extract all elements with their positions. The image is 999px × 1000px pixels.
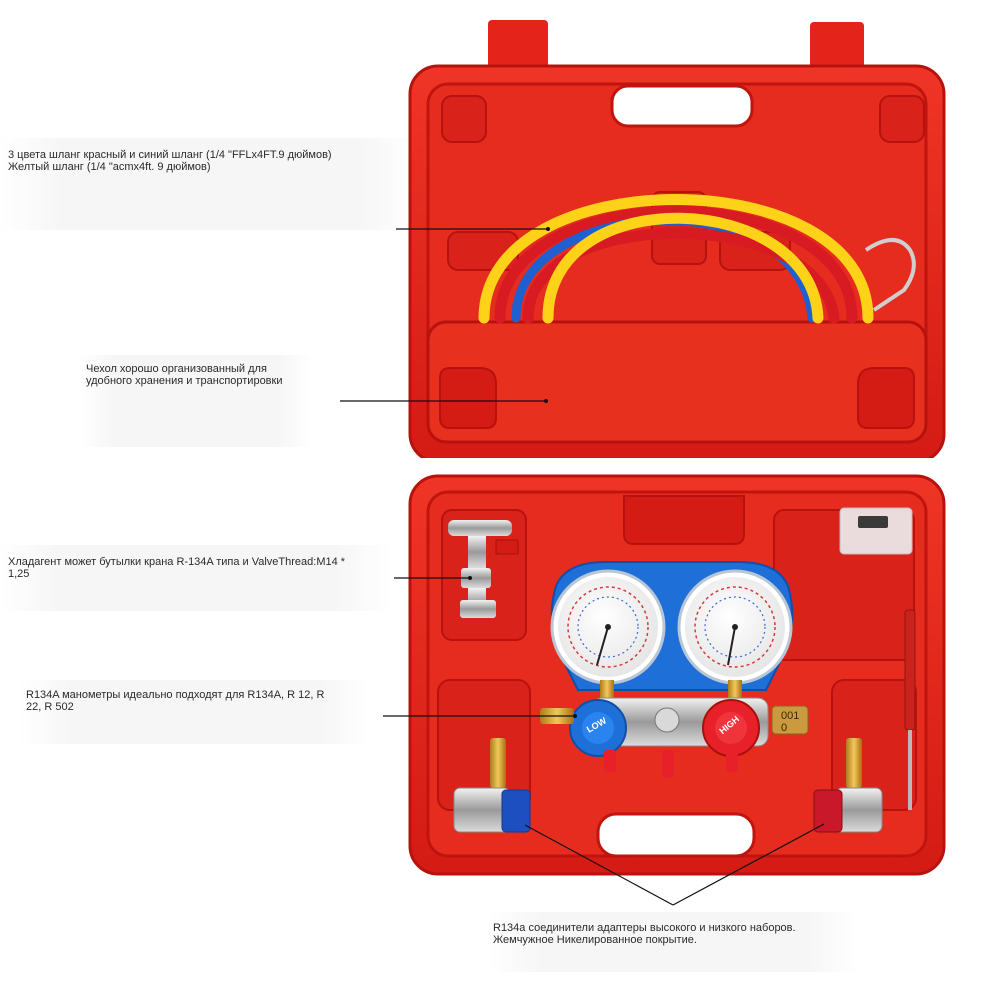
callout-box-gauges — [20, 680, 372, 744]
handle-slot-top — [610, 84, 754, 128]
callout-box-valve — [0, 545, 392, 611]
callout-box-hoses — [0, 138, 420, 230]
coupler-low — [453, 738, 531, 833]
tag-line-2: 0 — [781, 722, 788, 734]
coupler-high — [813, 738, 883, 833]
hose-yellow — [478, 194, 874, 324]
handle-slot-bottom — [596, 812, 756, 858]
callout-lines — [340, 228, 825, 906]
callout-case: Чехол хорошо организованный для удобного… — [86, 363, 283, 387]
manifold-gauge-set — [540, 561, 809, 778]
tag-line-1: 001 — [781, 710, 800, 722]
callout-box-couplers — [488, 912, 860, 972]
latch-right — [810, 22, 864, 68]
callout-gauges: R134A манометры идеально подходят для R1… — [26, 689, 325, 713]
can-tap-valve — [448, 520, 519, 618]
callout-hoses: 3 цвета шланг красный и синий шланг (1/4… — [8, 149, 332, 173]
hose-red — [494, 206, 858, 324]
callout-couplers: R134a соединители адаптеры высокого и ни… — [493, 922, 796, 946]
latch-left — [488, 20, 548, 68]
callout-box-case — [80, 355, 312, 447]
callout-valve: Хладагент может бутылки крана R-134A тип… — [8, 556, 346, 580]
